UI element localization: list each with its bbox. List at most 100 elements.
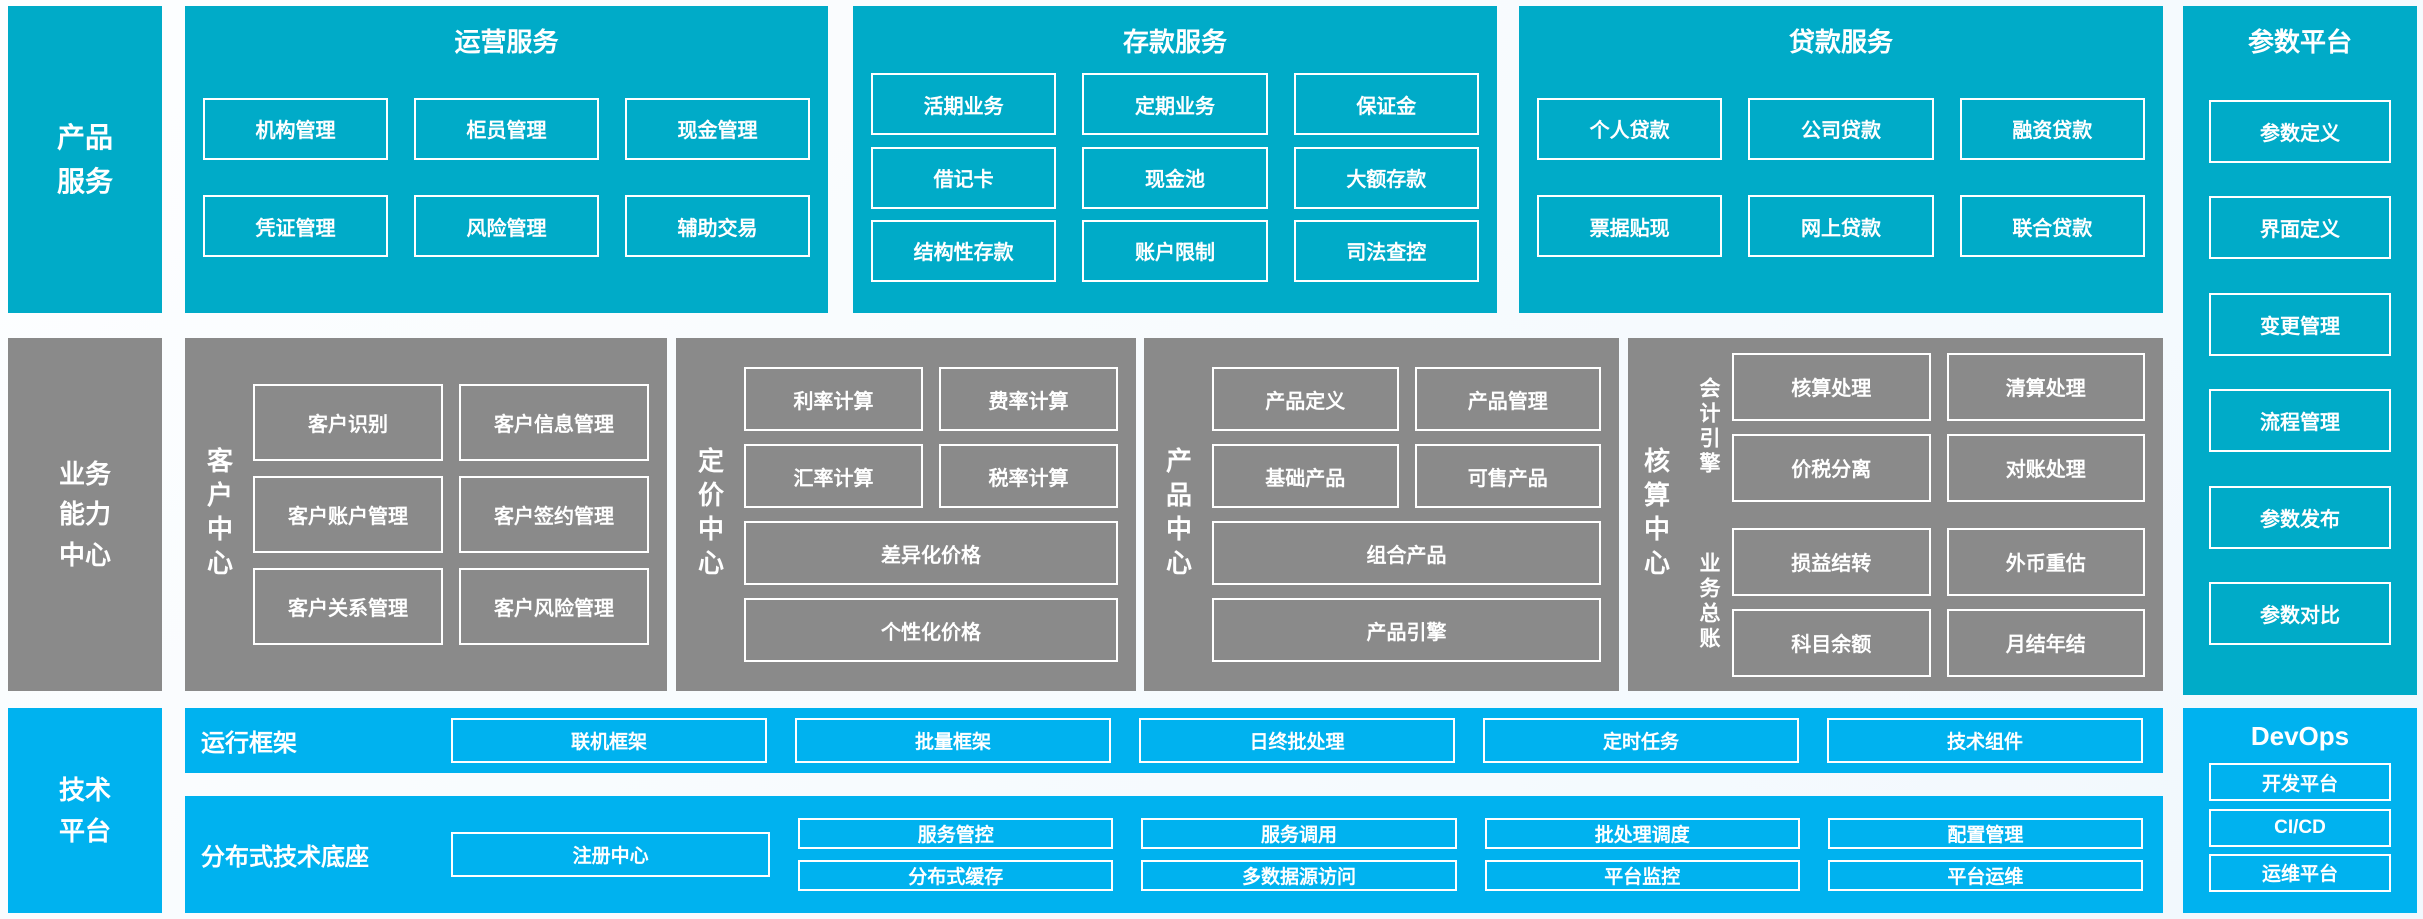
distributed-base-label: 分布式技术底座 <box>201 844 369 871</box>
tech-platform-sidebar: 技术 平台 <box>8 708 162 913</box>
distributed-box: 分布式缓存 <box>798 860 1114 891</box>
product-center-box: 基础产品 <box>1212 444 1399 508</box>
business-capability-sidebar: 业务 能力 中心 <box>8 338 162 691</box>
center-row: 价税分离 对账处理 <box>1732 433 2145 502</box>
operation-services-block: 运营服务 机构管理 柜员管理 现金管理 凭证管理 风险管理 辅助交易 <box>185 6 828 313</box>
parameter-platform-block: 参数平台 参数定义 界面定义 变更管理 流程管理 参数发布 参数对比 <box>2183 6 2417 695</box>
service-row: 活期业务 定期业务 保证金 <box>871 73 1479 136</box>
customer-center-box: 客户签约管理 <box>459 476 649 553</box>
product-center-grid: 产品定义 产品管理 基础产品 可售产品 组合产品 产品引擎 <box>1212 352 1601 677</box>
customer-center-box: 客户信息管理 <box>459 384 649 461</box>
deposit-services-grid: 活期业务 定期业务 保证金 借记卡 现金池 大额存款 结构性存款 账户限制 司法… <box>871 62 1479 293</box>
deposit-service-box: 结构性存款 <box>871 219 1057 282</box>
registry-center-box: 注册中心 <box>451 832 771 877</box>
center-row: 汇率计算 税率计算 <box>744 444 1118 508</box>
loan-service-box: 票据贴现 <box>1537 195 1723 258</box>
deposit-service-box: 账户限制 <box>1082 219 1268 282</box>
deposit-service-box: 借记卡 <box>871 146 1057 209</box>
parameter-item-box: 界面定义 <box>2209 196 2391 260</box>
distributed-column: 服务调用 多数据源访问 <box>1141 818 1457 891</box>
accounting-box: 外币重估 <box>1946 527 2145 596</box>
tech-platform-label: 平台 <box>58 815 111 846</box>
product-services-label: 产品 <box>56 122 113 154</box>
runtime-framework-label: 运行框架 <box>201 730 297 757</box>
devops-box: 开发平台 <box>2209 763 2391 802</box>
loan-service-box: 公司贷款 <box>1748 97 1934 160</box>
distributed-base-row: 分布式技术底座 注册中心 服务管控 分布式缓存 服务调用 多数据源访问 批处理调… <box>185 796 2163 913</box>
accounting-box: 对账处理 <box>1946 433 2145 502</box>
center-row: 利率计算 费率计算 <box>744 367 1118 431</box>
service-row: 票据贴现 网上贷款 联合贷款 <box>1537 195 2145 258</box>
center-row: 基础产品 可售产品 <box>1212 444 1601 508</box>
accounting-box: 清算处理 <box>1946 352 2145 421</box>
accounting-center-block: 核算中心 会计引擎 核算处理 清算处理 价税分离 对账处理 业务总账 <box>1628 338 2163 691</box>
product-center-box: 组合产品 <box>1212 521 1601 585</box>
distributed-box: 平台监控 <box>1484 860 1800 891</box>
distributed-column: 服务管控 分布式缓存 <box>798 818 1114 891</box>
pricing-center-box: 税率计算 <box>939 444 1118 508</box>
loan-service-box: 联合贷款 <box>1959 195 2145 258</box>
parameter-item-box: 参数发布 <box>2209 485 2391 549</box>
center-row: 产品定义 产品管理 <box>1212 367 1601 431</box>
distributed-box: 服务调用 <box>1141 818 1457 849</box>
customer-center-block: 客户中心 客户识别 客户信息管理 客户账户管理 客户签约管理 客户关系管理 客户… <box>185 338 667 691</box>
loan-service-box: 网上贷款 <box>1748 195 1934 258</box>
runtime-box: 联机框架 <box>451 718 767 763</box>
distributed-box: 服务管控 <box>798 818 1114 849</box>
loan-service-box: 个人贷款 <box>1537 97 1723 160</box>
deposit-service-box: 司法查控 <box>1293 219 1479 282</box>
product-center-block: 产品中心 产品定义 产品管理 基础产品 可售产品 组合产品 产品引擎 <box>1144 338 1619 691</box>
operation-service-box: 现金管理 <box>625 97 810 160</box>
distributed-column: 配置管理 平台运维 <box>1827 818 2144 891</box>
service-row: 个人贷款 公司贷款 融资贷款 <box>1537 97 2145 160</box>
accounting-center-groups: 会计引擎 核算处理 清算处理 价税分离 对账处理 业务总账 损益结转 <box>1684 352 2145 677</box>
business-capability-label: 业务 <box>58 459 111 490</box>
distributed-box: 批处理调度 <box>1484 818 1800 849</box>
accounting-box: 损益结转 <box>1732 527 1931 596</box>
business-ledger-grid: 损益结转 外币重估 科目余额 月结年结 <box>1732 527 2145 677</box>
product-services-sidebar: 产品 服务 <box>8 6 162 313</box>
center-row: 核算处理 清算处理 <box>1732 352 2145 421</box>
business-ledger-group: 业务总账 损益结转 外币重估 科目余额 月结年结 <box>1684 527 2145 677</box>
runtime-box: 日终批处理 <box>1139 718 1455 763</box>
accounting-box: 科目余额 <box>1732 608 1931 677</box>
business-capability-label: 中心 <box>58 539 111 570</box>
business-capability-label: 能力 <box>58 499 111 530</box>
pricing-center-block: 定价中心 利率计算 费率计算 汇率计算 税率计算 差异化价格 个性化价格 <box>676 338 1136 691</box>
accounting-box: 价税分离 <box>1732 433 1931 502</box>
pricing-center-box: 个性化价格 <box>744 598 1118 662</box>
product-center-box: 可售产品 <box>1414 444 1601 508</box>
parameter-item-box: 变更管理 <box>2209 292 2391 356</box>
accounting-engine-grid: 核算处理 清算处理 价税分离 对账处理 <box>1732 352 2145 502</box>
operation-service-box: 风险管理 <box>414 195 599 258</box>
pricing-center-grid: 利率计算 费率计算 汇率计算 税率计算 差异化价格 个性化价格 <box>744 352 1118 677</box>
accounting-box: 月结年结 <box>1946 608 2145 677</box>
product-center-box: 产品定义 <box>1212 367 1399 431</box>
parameter-platform-title: 参数平台 <box>2247 27 2352 57</box>
distributed-box: 平台运维 <box>1827 860 2144 891</box>
pricing-center-box: 差异化价格 <box>744 521 1118 585</box>
devops-title: DevOps <box>2250 720 2350 751</box>
devops-box: CI/CD <box>2209 808 2391 847</box>
product-center-label: 产品中心 <box>1162 446 1193 583</box>
loan-services-block: 贷款服务 个人贷款 公司贷款 融资贷款 票据贴现 网上贷款 联合贷款 <box>1519 6 2163 313</box>
loan-services-grid: 个人贷款 公司贷款 融资贷款 票据贴现 网上贷款 联合贷款 <box>1537 62 2145 293</box>
loan-services-title: 贷款服务 <box>1788 27 1893 57</box>
deposit-service-box: 定期业务 <box>1082 73 1268 136</box>
distributed-box: 配置管理 <box>1827 818 2144 849</box>
runtime-framework-row: 运行框架 联机框架 批量框架 日终批处理 定时任务 技术组件 <box>185 708 2163 773</box>
operation-services-grid: 机构管理 柜员管理 现金管理 凭证管理 风险管理 辅助交易 <box>203 62 810 293</box>
deposit-service-box: 保证金 <box>1293 73 1479 136</box>
accounting-center-label: 核算中心 <box>1640 446 1671 583</box>
deposit-services-title: 存款服务 <box>1122 27 1227 57</box>
runtime-box: 定时任务 <box>1483 718 1799 763</box>
center-row: 客户识别 客户信息管理 <box>253 384 649 461</box>
customer-center-box: 客户账户管理 <box>253 476 443 553</box>
center-row: 客户账户管理 客户签约管理 <box>253 476 649 553</box>
center-row: 损益结转 外币重估 <box>1732 527 2145 596</box>
parameter-platform-items: 参数定义 界面定义 变更管理 流程管理 参数发布 参数对比 <box>2209 66 2391 695</box>
deposit-service-box: 大额存款 <box>1293 146 1479 209</box>
distributed-column: 批处理调度 平台监控 <box>1484 818 1800 891</box>
runtime-box: 技术组件 <box>1827 718 2143 763</box>
